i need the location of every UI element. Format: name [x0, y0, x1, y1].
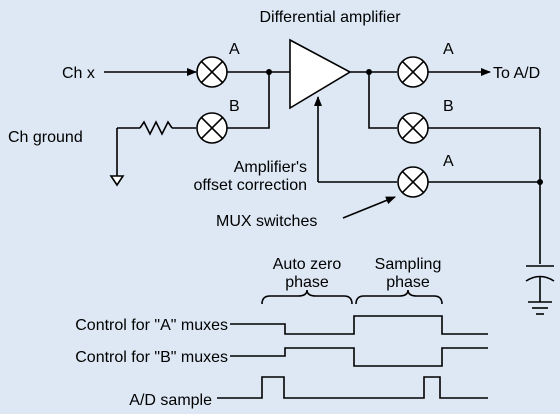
control-b-label: Control for "B" muxes [75, 349, 228, 366]
control-a-waveform [230, 315, 488, 335]
switch-a2-label: A [443, 41, 454, 58]
mux-switch-b2 [397, 112, 429, 144]
offset-label-line1: Amplifier's [234, 159, 307, 176]
switch-a3-label: A [443, 153, 454, 170]
junction-right [537, 179, 543, 185]
mux-switch-a2 [397, 56, 429, 88]
mux-switches-pointer [342, 196, 396, 219]
offset-label-line2: offset correction [193, 177, 307, 194]
auto-zero-brace [261, 289, 353, 305]
mux-switches-label: MUX switches [216, 213, 317, 230]
sampling-label-line2: phase [386, 274, 430, 291]
auto-zero-label-line1: Auto zero [273, 256, 342, 273]
sampling-label-line1: Sampling [375, 256, 442, 273]
ground-symbol-right [528, 301, 552, 315]
sampling-brace [355, 289, 443, 305]
ad-sample-label: A/D sample [129, 392, 212, 409]
to-ad-label: To A/D [493, 65, 540, 82]
differential-amplifier [289, 38, 352, 110]
switch-a1-label: A [229, 41, 240, 58]
mux-switch-a1 [196, 56, 228, 88]
diagram-title: Differential amplifier [259, 9, 401, 26]
control-b-waveform [230, 347, 488, 367]
switch-b1-label: B [229, 98, 240, 115]
resistor [139, 120, 173, 136]
wire-b1-to-junction [227, 72, 270, 129]
auto-zero-label-line2: phase [285, 274, 329, 291]
switch-b2-label: B [443, 98, 454, 115]
ch-ground-label: Ch ground [8, 129, 83, 146]
mux-switch-a3 [397, 166, 429, 198]
mux-switch-b1 [196, 112, 228, 144]
control-a-label: Control for "A" muxes [75, 317, 228, 334]
ad-sample-waveform [217, 376, 488, 399]
wire-to-b2 [368, 72, 397, 129]
ground-symbol-left [109, 175, 125, 187]
ch-x-label: Ch x [62, 65, 95, 82]
